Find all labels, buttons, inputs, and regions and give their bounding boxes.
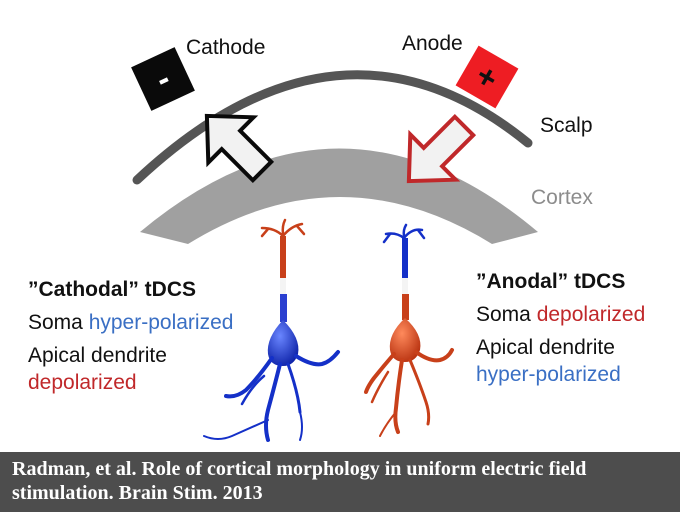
anode-arrow-icon — [406, 113, 477, 184]
cathodal-heading: ”Cathodal” tDCS — [28, 278, 196, 301]
cortex-label: Cortex — [531, 186, 593, 209]
anodal-neuron — [364, 223, 454, 437]
cathode-label: Cathode — [186, 36, 266, 59]
anodal-dendrite-label: Apical dendrite — [476, 336, 615, 359]
citation-footer: Radman, et al. Role of cortical morpholo… — [0, 452, 680, 512]
cathodal-soma-line: Soma hyper-polarized — [28, 309, 233, 336]
scalp-arc — [132, 70, 533, 185]
cathode-electrode: - — [131, 47, 195, 111]
citation-line-1: Radman, et al. Role of cortical morpholo… — [12, 458, 587, 480]
cathodal-text-block: ”Cathodal” tDCS Soma hyper-polarized Api… — [28, 276, 233, 396]
anodal-dendrite-state: hyper-polarized — [476, 363, 621, 386]
anodal-soma-state: depolarized — [536, 303, 646, 326]
citation-line-2: stimulation. Brain Stim. 2013 — [12, 482, 263, 504]
anode-electrode: + — [455, 45, 519, 109]
cathodal-soma-state: hyper-polarized — [88, 311, 234, 334]
anodal-text-block: ”Anodal” tDCS Soma depolarized Apical de… — [476, 268, 645, 388]
cortex-band — [140, 148, 538, 244]
cathode-arrow-icon — [204, 113, 275, 184]
cathodal-neuron — [203, 218, 340, 442]
anode-label: Anode — [402, 32, 463, 55]
cathodal-dendrite-label: Apical dendrite — [28, 344, 167, 367]
cathodal-soma-prefix: Soma — [28, 311, 89, 334]
anodal-heading: ”Anodal” tDCS — [476, 270, 626, 293]
scalp-label: Scalp — [540, 114, 593, 137]
anodal-soma-line: Soma depolarized — [476, 301, 645, 328]
anodal-soma-prefix: Soma — [476, 303, 537, 326]
cathodal-dendrite-state: depolarized — [28, 371, 137, 394]
